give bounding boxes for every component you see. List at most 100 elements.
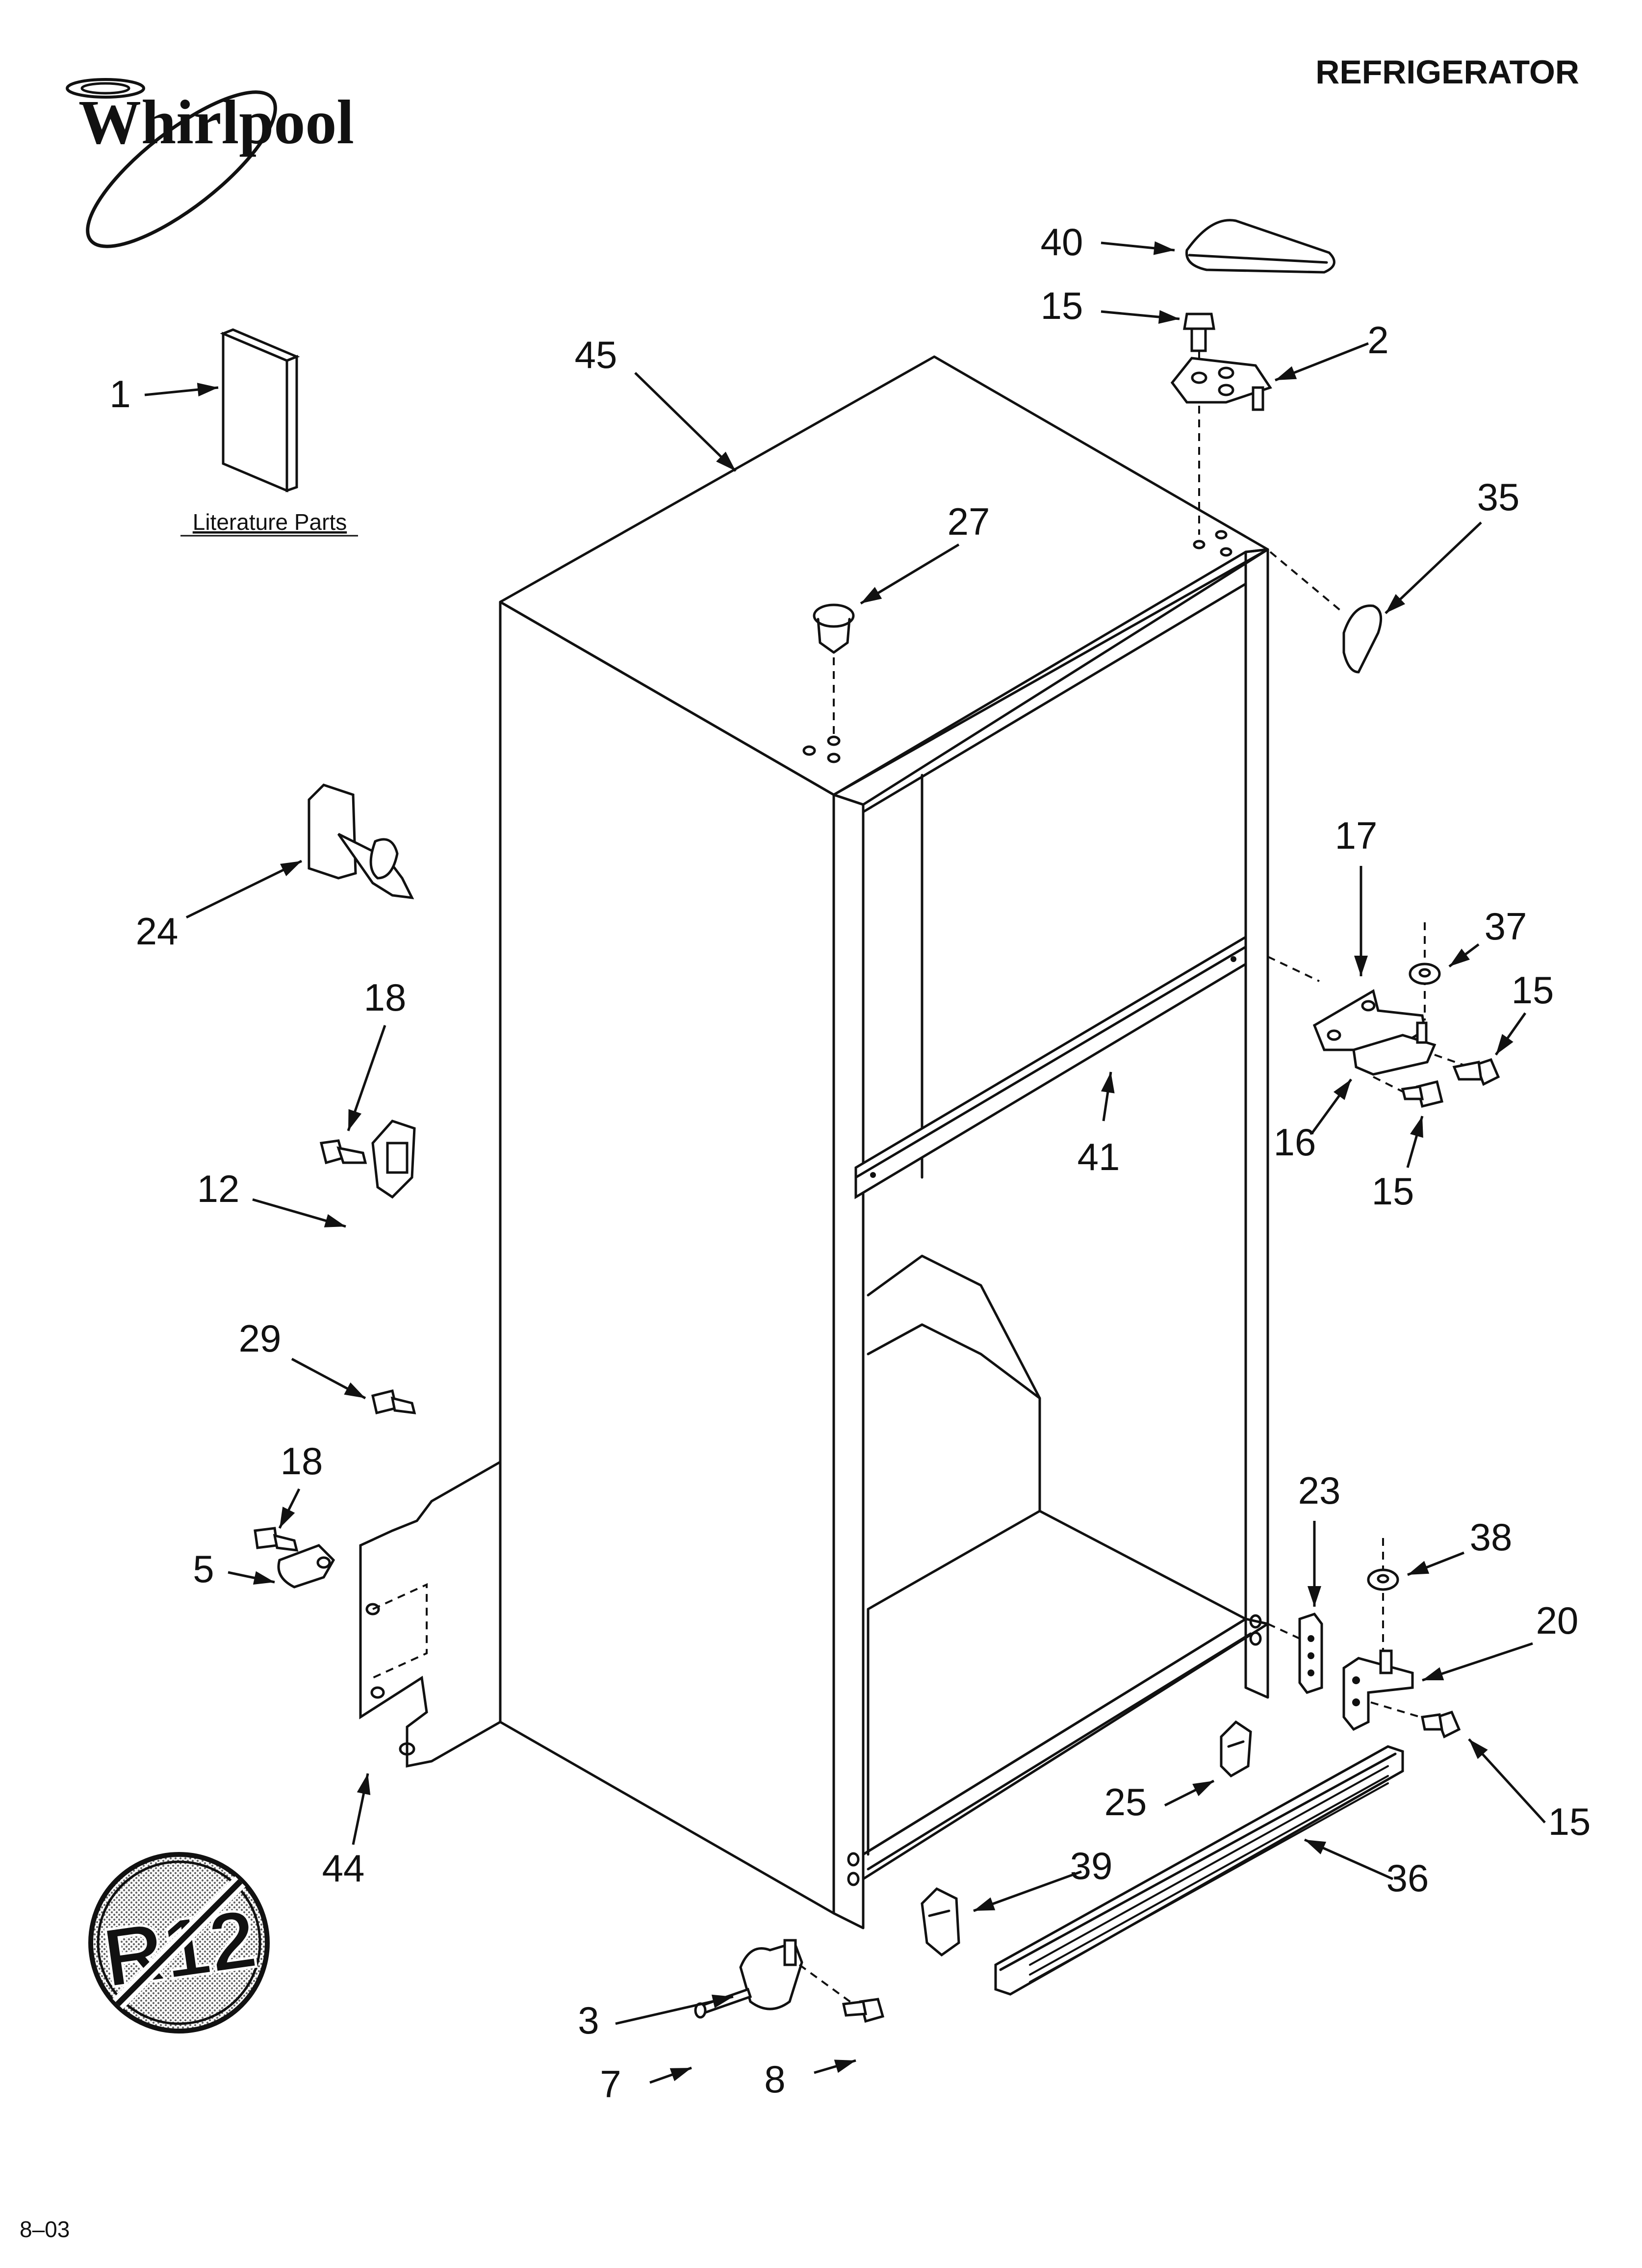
screw-29 xyxy=(371,1389,416,1415)
screw-15d xyxy=(1421,1710,1461,1739)
arrowhead-1 xyxy=(197,383,218,397)
callout-15: 15 xyxy=(1548,1800,1591,1843)
arrowhead-15 xyxy=(1158,310,1180,324)
callout-7: 7 xyxy=(600,2062,621,2106)
literature-parts-label: Literature Parts xyxy=(193,509,347,535)
arrowhead-16 xyxy=(1333,1079,1351,1100)
callout-36: 36 xyxy=(1386,1856,1429,1900)
arrowhead-36 xyxy=(1305,1840,1327,1854)
callout-5: 5 xyxy=(193,1547,214,1590)
washer-38 xyxy=(1367,1568,1399,1591)
arrowhead-15 xyxy=(1469,1739,1488,1759)
callout-41: 41 xyxy=(1078,1135,1120,1178)
callout-45: 45 xyxy=(575,333,617,376)
callout-24: 24 xyxy=(136,910,179,953)
callout-8: 8 xyxy=(764,2058,785,2101)
screw-15b xyxy=(1452,1058,1500,1086)
arrowhead-2 xyxy=(1275,366,1297,380)
callout-12: 12 xyxy=(197,1167,240,1210)
shim-23 xyxy=(1298,1613,1323,1694)
cross-rail xyxy=(854,935,1247,1199)
arrowhead-23 xyxy=(1308,1586,1321,1607)
arrowhead-24 xyxy=(280,861,302,877)
brand-wordmark: Whirlpool xyxy=(78,87,354,157)
screw-8 xyxy=(842,1998,885,2023)
arrowhead-38 xyxy=(1408,1561,1430,1575)
callout-40: 40 xyxy=(1041,220,1083,263)
callout-2: 2 xyxy=(1367,318,1388,362)
callout-18: 18 xyxy=(364,976,407,1019)
callout-15: 15 xyxy=(1372,1170,1414,1213)
callout-35: 35 xyxy=(1477,475,1520,519)
callout-1: 1 xyxy=(109,372,130,416)
leader-24 xyxy=(185,860,303,919)
arrowhead-29 xyxy=(344,1382,365,1398)
arrowhead-37 xyxy=(1449,948,1470,966)
refrigerator-cabinet xyxy=(499,355,1269,1929)
no-r12-badge: R12 xyxy=(88,1852,270,2033)
arrowhead-7 xyxy=(669,2068,692,2082)
base-grille xyxy=(994,1745,1404,1996)
callout-37: 37 xyxy=(1485,905,1527,948)
screw-18a xyxy=(319,1139,367,1165)
clamp-5 xyxy=(277,1544,335,1589)
top-plug xyxy=(813,603,855,736)
callout-15: 15 xyxy=(1041,284,1083,327)
clip-25 xyxy=(1220,1720,1252,1778)
callout-27: 27 xyxy=(948,500,990,543)
arrowhead-40 xyxy=(1153,241,1175,255)
callout-23: 23 xyxy=(1298,1469,1341,1512)
arrowhead-27 xyxy=(861,587,882,603)
callout-3: 3 xyxy=(578,1999,599,2042)
top-hinge xyxy=(1170,357,1272,411)
door-closer-cam xyxy=(739,1939,803,2010)
leader-35 xyxy=(1385,521,1482,614)
literature-booklet xyxy=(220,328,300,493)
leader-lines xyxy=(144,241,1546,2084)
whirlpool-logo: Whirlpool xyxy=(66,78,354,248)
callout-20: 20 xyxy=(1536,1599,1579,1642)
clip-12 xyxy=(371,1120,416,1199)
arrowhead-39 xyxy=(974,1897,996,1911)
clip-39 xyxy=(921,1887,960,1957)
arrowhead-20 xyxy=(1422,1667,1444,1680)
door-stop xyxy=(308,783,414,900)
arrowhead-15 xyxy=(1410,1116,1423,1138)
arrowhead-3 xyxy=(711,1994,733,2008)
arrowhead-18 xyxy=(348,1109,362,1131)
side-panel xyxy=(359,1460,502,1768)
arrowhead-35 xyxy=(1385,594,1406,613)
screw-18b xyxy=(254,1527,299,1552)
leader-45 xyxy=(634,372,737,472)
arrowhead-44 xyxy=(357,1773,371,1795)
middle-hinge xyxy=(1352,1021,1437,1076)
top-hinge-screw xyxy=(1183,313,1215,535)
arrowhead-41 xyxy=(1101,1072,1115,1094)
callout-15: 15 xyxy=(1512,968,1554,1012)
arrowhead-12 xyxy=(324,1214,346,1227)
bottom-hinge xyxy=(1342,1649,1414,1731)
arrowhead-25 xyxy=(1192,1781,1214,1797)
arrowhead-17 xyxy=(1354,956,1368,976)
callout-44: 44 xyxy=(322,1847,365,1890)
callout-16: 16 xyxy=(1274,1121,1316,1164)
arrowhead-8 xyxy=(834,2059,856,2073)
arrowhead-15 xyxy=(1496,1034,1514,1055)
washer-37 xyxy=(1409,963,1441,985)
callout-25: 25 xyxy=(1104,1780,1147,1824)
callout-39: 39 xyxy=(1070,1844,1113,1887)
arrowhead-18 xyxy=(280,1507,295,1528)
arrowhead-5 xyxy=(253,1571,275,1585)
arrowhead-45 xyxy=(716,451,736,471)
callout-29: 29 xyxy=(239,1317,282,1360)
callout-38: 38 xyxy=(1470,1515,1513,1559)
screw-15c xyxy=(1401,1080,1444,1108)
hinge-cover xyxy=(1185,219,1335,274)
footer-date: 8–03 xyxy=(20,2216,70,2242)
callout-18: 18 xyxy=(281,1439,323,1483)
callout-17: 17 xyxy=(1335,814,1378,857)
side-cap xyxy=(1342,604,1383,674)
page-title: REFRIGERATOR xyxy=(1315,53,1579,91)
